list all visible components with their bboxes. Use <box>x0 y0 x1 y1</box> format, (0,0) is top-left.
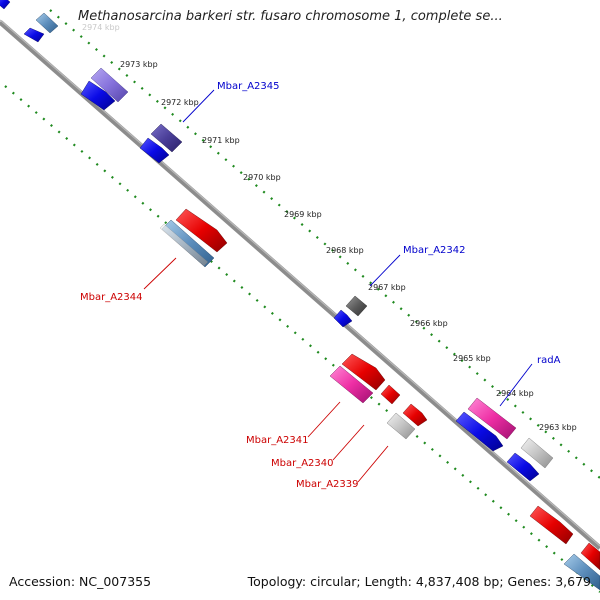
cds-feature[interactable] <box>90 67 129 103</box>
tick-label: 2964 kbp <box>496 389 534 398</box>
cds-feature[interactable] <box>563 553 600 591</box>
cds-feature[interactable] <box>80 80 116 111</box>
gene-label-rada[interactable]: radA <box>537 355 561 366</box>
cds-feature[interactable] <box>150 123 183 153</box>
map-title: Methanosarcina barkeri str. fusaro chrom… <box>78 9 503 24</box>
cds-feature[interactable] <box>175 208 228 253</box>
gene-label-mbar-a2342[interactable]: Mbar_A2342 <box>403 245 466 256</box>
gene-label-mbar-a2344[interactable]: Mbar_A2344 <box>80 292 143 303</box>
label-leader-line <box>499 363 533 407</box>
cds-feature[interactable] <box>380 384 401 405</box>
cds-feature[interactable] <box>455 411 504 452</box>
cds-feature[interactable] <box>386 412 416 440</box>
cds-feature[interactable] <box>467 397 517 440</box>
accession-text: Accession: NC_007355 <box>9 574 152 589</box>
cds-feature[interactable] <box>139 137 170 164</box>
tick-label: 2965 kbp <box>453 354 491 363</box>
label-leader-line <box>307 401 341 438</box>
cds-feature[interactable] <box>520 437 554 469</box>
cds-feature[interactable] <box>159 223 209 267</box>
label-leader-line <box>143 257 177 290</box>
gene-label-mbar-a2345[interactable]: Mbar_A2345 <box>217 81 280 92</box>
gene-label-mbar-a2340[interactable]: Mbar_A2340 <box>271 458 334 469</box>
cds-feature[interactable] <box>329 365 374 404</box>
label-leader-line <box>332 424 365 461</box>
tick-label: 2973 kbp <box>120 60 158 69</box>
topology-summary: Topology: circular; Length: 4,837,408 bp… <box>247 574 591 589</box>
label-leader-line <box>357 445 389 483</box>
chromosome-backbone-highlight <box>0 19 600 547</box>
cds-feature[interactable] <box>333 309 353 328</box>
cds-feature[interactable] <box>506 452 540 482</box>
tick-label: 2971 kbp <box>202 136 240 145</box>
tick-label: 2966 kbp <box>410 319 448 328</box>
tick-label: 2970 kbp <box>243 173 281 182</box>
chromosome-backbone <box>0 20 600 550</box>
label-leader-line <box>369 254 401 287</box>
cds-feature[interactable] <box>529 505 574 545</box>
tick-label: 2967 kbp <box>368 283 406 292</box>
tick-label: 2968 kbp <box>326 246 364 255</box>
cds-feature[interactable] <box>345 295 368 317</box>
gc-track-inner <box>4 85 600 593</box>
gene-label-mbar-a2341[interactable]: Mbar_A2341 <box>246 435 309 446</box>
gene-label-mbar-a2339[interactable]: Mbar_A2339 <box>296 479 359 490</box>
gc-track-outer <box>49 9 600 479</box>
tick-label-partial: 2974 kbp <box>82 23 120 32</box>
tick-label: 2969 kbp <box>284 210 322 219</box>
tick-label: 2963 kbp <box>539 423 577 432</box>
label-leader-line <box>182 89 215 123</box>
cds-feature[interactable] <box>23 27 45 43</box>
cds-feature[interactable] <box>580 542 600 571</box>
cds-feature[interactable] <box>341 353 386 391</box>
tick-label: 2972 kbp <box>161 98 199 107</box>
cds-feature[interactable] <box>402 403 428 427</box>
cds-feature[interactable] <box>35 12 59 34</box>
cds-feature[interactable] <box>0 0 11 10</box>
